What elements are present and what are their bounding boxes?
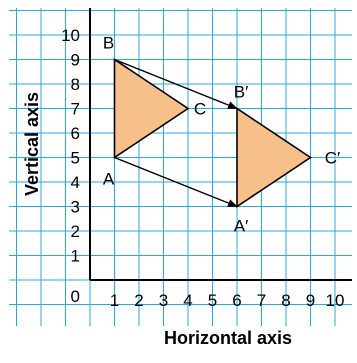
y-tick-label: 3 (71, 198, 80, 217)
x-tick-label: 9 (306, 291, 315, 310)
x-tick-label: 3 (159, 291, 168, 310)
translation-arrows (114, 58, 238, 208)
y-tick-label: 10 (61, 26, 80, 45)
y-tick-label: 9 (71, 51, 80, 70)
y-tick-label: 5 (71, 149, 80, 168)
vertex-label: A (103, 170, 115, 189)
x-tick-label: 10 (326, 291, 345, 310)
y-axis-title: Vertical axis (22, 92, 42, 196)
y-tick-label: 4 (71, 173, 80, 192)
vertex-label: C′ (325, 149, 340, 168)
y-tick-label: 7 (71, 100, 80, 119)
vertex-label: B′ (234, 83, 249, 102)
triangle-original (113, 58, 190, 159)
x-tick-label: 6 (232, 291, 241, 310)
axes (89, 8, 352, 281)
translation-arrow-1 (114, 58, 238, 110)
x-tick-label: 5 (208, 291, 217, 310)
translation-arrow-2 (114, 156, 238, 208)
x-tick-label: 4 (183, 291, 192, 310)
y-tick-label: 6 (71, 124, 80, 143)
x-axis-title: Horizontal axis (164, 328, 292, 348)
triangle-image (236, 107, 312, 208)
grid-lines (9, 8, 352, 326)
x-tick-label: 7 (257, 291, 266, 310)
vertex-label: C (194, 100, 206, 119)
x-tick-label: 1 (110, 291, 119, 310)
x-tick-label: 2 (134, 291, 143, 310)
y-tick-label: 1 (71, 247, 80, 266)
y-tick-label: 8 (71, 75, 80, 94)
vertex-label: A′ (234, 217, 249, 236)
vertex-label: B (103, 34, 114, 53)
triangles (113, 58, 312, 208)
y-tick-label: 2 (71, 222, 80, 241)
origin-label: 0 (71, 287, 80, 306)
x-tick-label: 8 (281, 291, 290, 310)
